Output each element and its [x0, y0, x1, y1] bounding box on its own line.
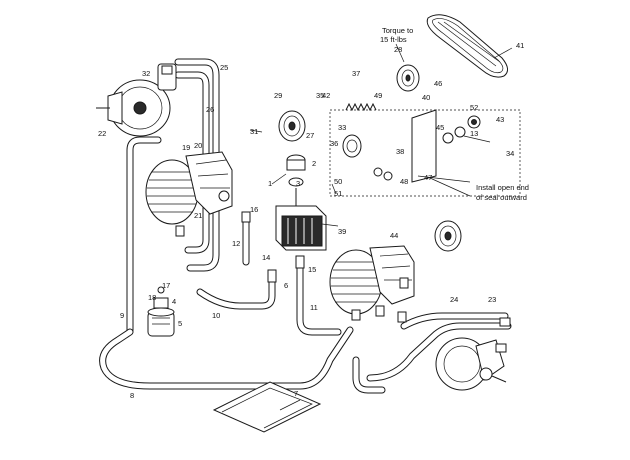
seal-note-line2: of seal outward	[476, 193, 527, 202]
callout-42: 42	[322, 91, 330, 100]
callout-31: 31	[250, 127, 258, 136]
callout-20: 20	[194, 141, 202, 150]
callout-labels: 1 2 3 4 5 6 7 8 10 11 12 13 14 15 16 17 …	[98, 41, 524, 400]
idler-pulley	[396, 64, 420, 92]
callout-21: 21	[194, 211, 202, 220]
callout-24: 24	[450, 295, 458, 304]
callout-17: 17	[162, 281, 170, 290]
callout-43: 43	[496, 115, 504, 124]
hose-routing	[99, 58, 512, 394]
callout-36: 36	[330, 139, 338, 148]
torque-note-line1: Torque to	[382, 26, 413, 35]
pulley-upper	[278, 110, 306, 142]
callout-25: 25	[220, 63, 228, 72]
callout-37: 37	[352, 69, 360, 78]
callout-5: 5	[178, 319, 182, 328]
callout-15: 15	[308, 265, 316, 274]
hydraulic-motor-right	[329, 245, 415, 315]
callout-7: 7	[294, 389, 298, 398]
fittings	[161, 65, 511, 353]
callout-38: 38	[396, 147, 404, 156]
callout-40: 40	[422, 93, 430, 102]
callout-47: 47	[424, 173, 432, 182]
callout-8: 8	[130, 391, 134, 400]
hydraulic-pump-left	[96, 63, 177, 137]
callout-26: 26	[206, 105, 214, 114]
oil-filter	[147, 286, 175, 337]
callout-33: 33	[338, 123, 346, 132]
callout-34: 34	[506, 149, 514, 158]
callout-27: 27	[306, 131, 314, 140]
callout-23: 23	[488, 295, 496, 304]
callout-18: 18	[148, 293, 156, 302]
callout-49: 49	[374, 91, 382, 100]
tension-spring	[345, 102, 377, 112]
mounting-plate	[212, 381, 322, 433]
callout-4: 4	[172, 297, 176, 306]
torque-note-line2: 15 ft-lbs	[380, 35, 407, 44]
callout-46: 46	[434, 79, 442, 88]
callout-45: 45	[436, 123, 444, 132]
callout-10: 10	[212, 311, 220, 320]
callout-11: 11	[310, 303, 318, 312]
callout-28: 28	[394, 45, 402, 54]
callout-2: 2	[312, 159, 316, 168]
oil-reservoir	[275, 154, 327, 251]
callout-48: 48	[400, 177, 408, 186]
callout-13: 13	[470, 129, 478, 138]
idler-bracket-assembly	[329, 109, 521, 197]
callout-22: 22	[98, 129, 106, 138]
pulley-lower	[434, 220, 462, 252]
callout-1: 1	[268, 179, 272, 188]
callout-51: 51	[334, 189, 342, 198]
drive-belt	[426, 14, 508, 78]
callout-32: 32	[142, 69, 150, 78]
callout-3: 3	[296, 179, 300, 188]
seal-note-line1: Install open end	[476, 183, 529, 192]
callout-14: 14	[262, 253, 270, 262]
callout-16: 16	[250, 205, 258, 214]
callout-41: 41	[516, 41, 524, 50]
callout-35: 35	[316, 91, 324, 100]
callout-29: 29	[274, 91, 282, 100]
hydraulic-pump-right	[435, 337, 507, 391]
callout-12: 12	[232, 239, 240, 248]
callout-50: 50	[334, 177, 342, 186]
callout-52: 52	[470, 103, 478, 112]
callout-19: 19	[182, 143, 190, 152]
hydraulic-motor-left	[145, 151, 233, 225]
callout-6: 6	[284, 281, 288, 290]
leader-lines	[249, 43, 513, 227]
callout-9: 9	[120, 311, 124, 320]
callout-39: 39	[338, 227, 346, 236]
callout-44: 44	[390, 231, 398, 240]
